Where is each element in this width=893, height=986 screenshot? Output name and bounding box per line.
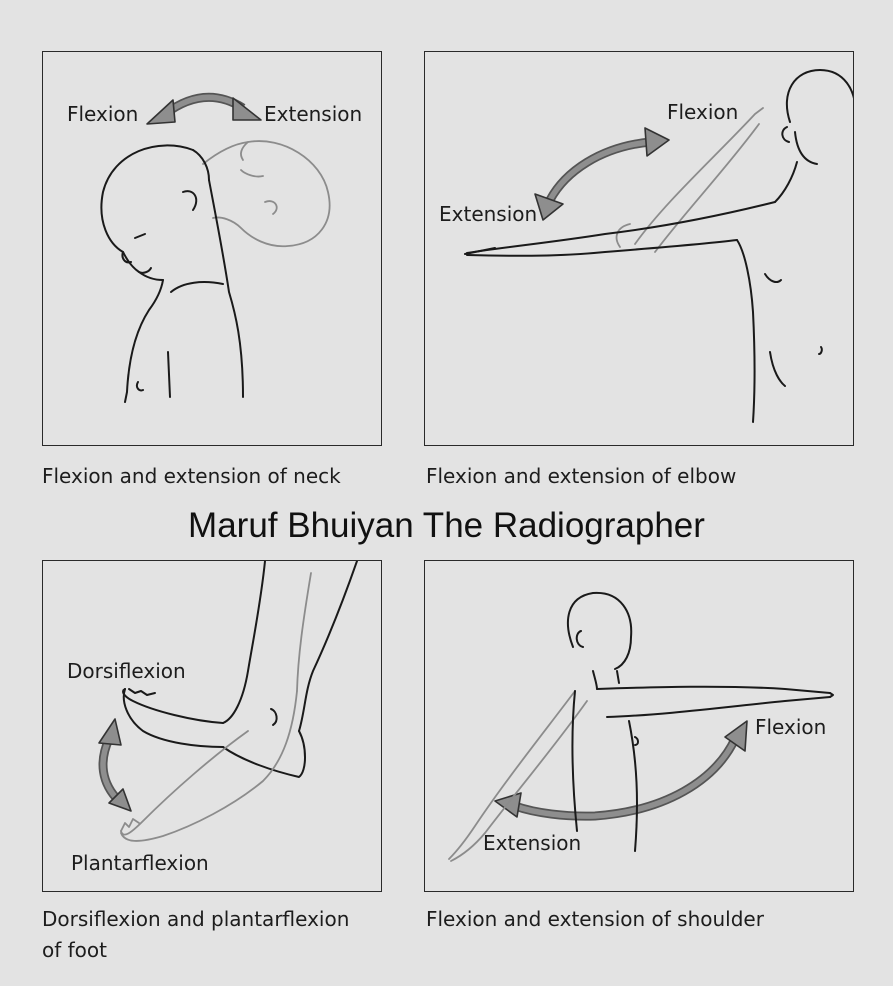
neck-illustration [100, 92, 331, 403]
neck-double-arrow [146, 92, 262, 125]
shoulder-label-extension: Extension [483, 831, 582, 855]
foot-label-plantarflexion: Plantarflexion [71, 851, 209, 875]
elbow-illustration [464, 69, 853, 423]
shoulder-head [566, 591, 633, 690]
elbow-extended-arm [464, 201, 776, 257]
neck-extended-head [202, 140, 331, 248]
elbow-label-extension: Extension [439, 202, 538, 226]
shoulder-caption: Flexion and extension of shoulder [426, 907, 764, 931]
elbow-arrow [534, 127, 670, 221]
shoulder-panel: Flexion Extension [424, 560, 854, 892]
elbow-caption: Flexion and extension of elbow [426, 464, 737, 488]
shoulder-illustration [448, 591, 834, 862]
shoulder-arrow [494, 720, 748, 821]
foot-leg [222, 561, 358, 732]
neck-panel: Flexion Extension [42, 51, 382, 446]
neck-torso [124, 179, 244, 403]
foot-illustration [98, 561, 358, 842]
neck-caption: Flexion and extension of neck [42, 464, 341, 488]
watermark-text: Maruf Bhuiyan The Radiographer [188, 506, 705, 545]
shoulder-extended-arm [448, 690, 588, 862]
foot-panel: Dorsiflexion Plantarflexion [42, 560, 382, 892]
foot-caption: Dorsiflexion and plantarflexion of foot [42, 907, 350, 962]
elbow-panel: Flexion Extension [424, 51, 854, 446]
shoulder-torso [571, 690, 639, 852]
elbow-torso [736, 69, 853, 423]
neck-flexed-head [100, 144, 210, 281]
foot-dorsiflexed [122, 688, 306, 778]
neck-label-flexion: Flexion [67, 102, 139, 126]
elbow-label-flexion: Flexion [667, 100, 739, 124]
foot-plantarflexed [120, 690, 298, 842]
foot-label-dorsiflexion: Dorsiflexion [67, 659, 186, 683]
shoulder-label-flexion: Flexion [755, 715, 827, 739]
foot-double-arrow [98, 718, 132, 812]
neck-label-extension: Extension [264, 102, 363, 126]
shoulder-flexed-arm [596, 685, 834, 718]
